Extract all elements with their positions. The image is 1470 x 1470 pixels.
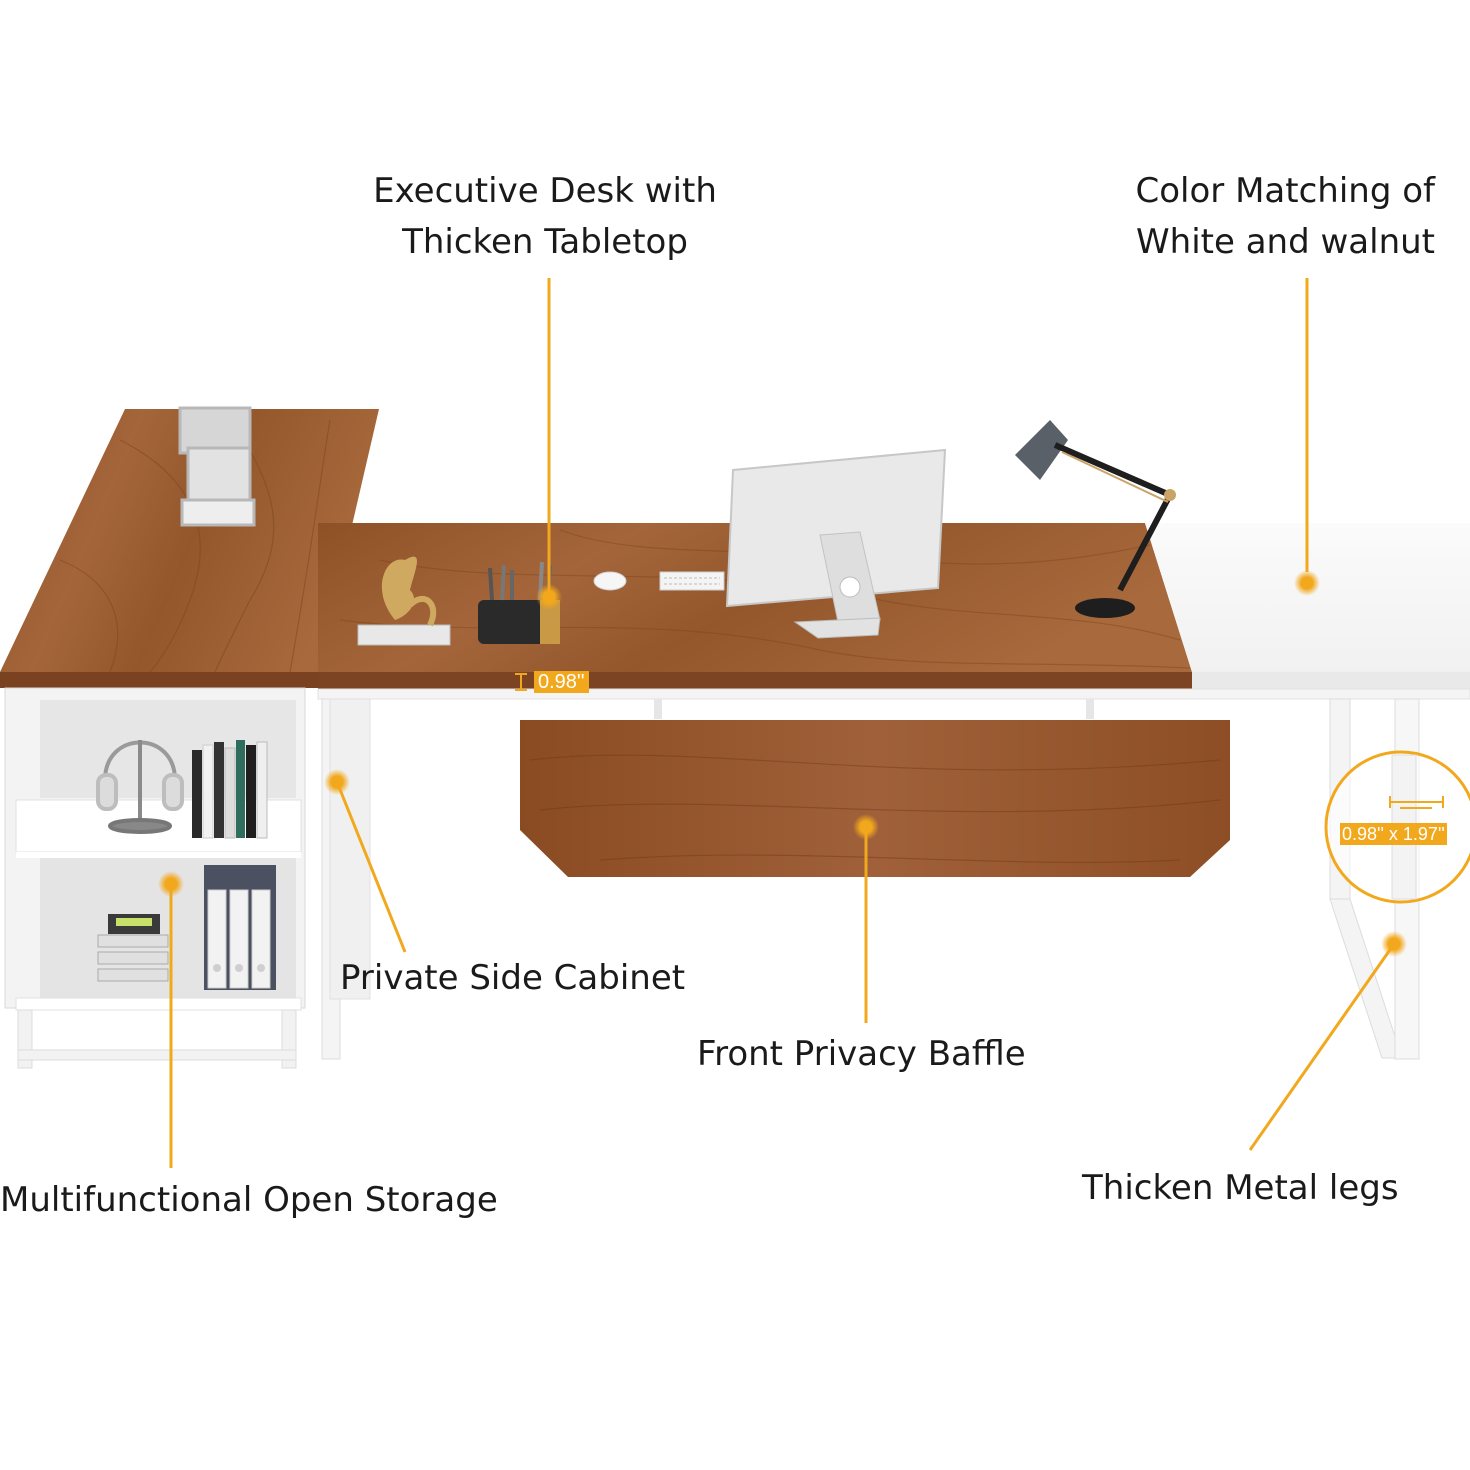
privacy-baffle [520,720,1230,877]
return-tabletop [0,409,379,672]
monitor-icon [725,448,947,639]
books-icon [192,740,268,839]
keyboard-icon [659,571,725,591]
callout-executive-desk-line2: Thicken Tabletop [402,222,688,262]
paper-organizer-icon [97,914,169,982]
tabletop-edge [318,672,1192,689]
callout-color-matching-line2: White and walnut [1136,222,1435,262]
file-tray-icon [178,406,256,527]
dot-privacy-baffle [853,814,879,840]
callout-executive-desk: Executive Desk with Thicken Tabletop [370,166,720,268]
callout-executive-desk-line1: Executive Desk with [373,171,717,211]
dot-side-cabinet [324,769,350,795]
callout-open-storage: Multifunctional Open Storage [0,1180,498,1220]
callout-color-matching: Color Matching of White and walnut [1100,166,1435,268]
sculpture-icon [357,556,451,646]
wood-grain-lines [59,414,331,673]
leg-section-label: 0.98'' x 1.97'' [1340,823,1447,845]
dot-metal-legs [1381,931,1407,957]
dot-color-matching [1294,570,1320,596]
leader-side-cabinet [335,781,407,953]
thickness-marker [515,673,527,691]
headphones-icon [96,740,184,834]
leader-lines [169,278,1396,1168]
side-cabinet [4,687,371,1069]
callout-dots [158,570,1407,957]
callout-color-matching-line1: Color Matching of [1135,171,1435,211]
leader-metal-legs [1248,943,1396,1151]
callout-privacy-baffle: Front Privacy Baffle [697,1034,1026,1074]
binder-icon [204,865,276,990]
tabletop-thickness-label: 0.98'' [534,671,589,693]
callout-side-cabinet: Private Side Cabinet [340,958,686,998]
white-tabletop [1145,523,1470,672]
callout-metal-legs: Thicken Metal legs [1082,1168,1399,1208]
dot-open-storage [158,871,184,897]
dot-executive-desk [536,584,562,610]
desk-lamp-icon [1015,420,1176,618]
mouse-icon [593,571,627,591]
